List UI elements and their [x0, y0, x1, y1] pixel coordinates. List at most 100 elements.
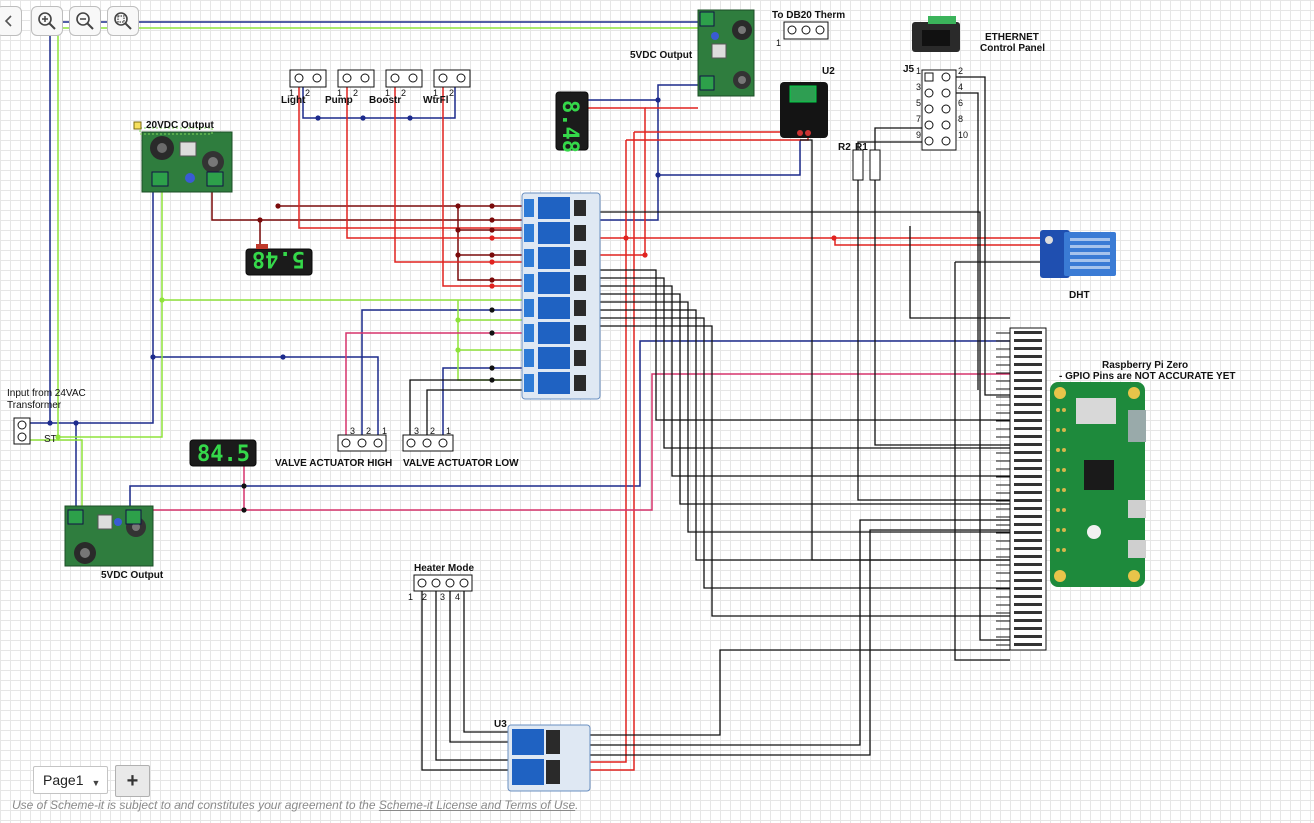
label-light: Light	[281, 95, 306, 106]
wire	[58, 190, 163, 438]
wire	[426, 389, 522, 443]
gpio-pin-label-mark	[1014, 603, 1042, 606]
wire	[600, 325, 1010, 617]
wire	[435, 591, 508, 761]
gpio-pin-label-mark	[1014, 611, 1042, 614]
zoom-fit-button[interactable]	[107, 6, 139, 36]
relay-channel	[538, 322, 570, 344]
wire	[600, 309, 1010, 561]
voltmeter-mid[interactable]: 5.48	[245, 244, 313, 276]
gpio-pin-label-mark	[1014, 363, 1042, 366]
junction-dot	[489, 330, 495, 336]
wire	[153, 356, 379, 443]
resistor-r1[interactable]	[869, 149, 881, 181]
footer-terms: Use of Scheme-it is subject to and const…	[12, 798, 579, 812]
back-button[interactable]	[0, 6, 22, 36]
j5-pin-8: 8	[958, 114, 963, 124]
chevron-left-icon	[4, 15, 12, 27]
wire	[600, 293, 1010, 505]
relay-board-u3[interactable]	[507, 724, 591, 792]
wire	[590, 649, 1010, 736]
footer-prefix: Use of Scheme-it is subject to and const…	[12, 798, 379, 812]
gpio-pin-label-mark	[1014, 627, 1042, 630]
relay-optocoupler	[574, 350, 586, 366]
relay-terminal	[524, 224, 534, 242]
wire	[600, 317, 1010, 589]
relay-channel	[538, 197, 570, 219]
page-selector[interactable]: Page1 ▼	[33, 766, 108, 794]
zoom-in-button[interactable]	[31, 6, 63, 36]
label-u3: U3	[494, 719, 507, 730]
relay-channel	[538, 347, 570, 369]
wire	[152, 373, 1010, 511]
resistor-r2[interactable]	[852, 149, 864, 181]
rpi-gpio-connector[interactable]	[996, 327, 1047, 651]
relay-terminal	[524, 349, 534, 367]
voltmeter-left[interactable]: 84.5	[189, 439, 257, 467]
svg-text:3: 3	[440, 592, 445, 602]
wire	[30, 20, 59, 441]
buck-converter-5v-top[interactable]	[697, 9, 755, 97]
j5-pin-6: 6	[958, 98, 963, 108]
connector-ds-therm[interactable]: 1	[776, 21, 829, 48]
voltmeter-top[interactable]: 8.48	[555, 91, 589, 153]
relay-channel	[538, 372, 570, 394]
terms-link[interactable]: Scheme-it License and Terms of Use	[378, 798, 576, 812]
zoom-out-icon	[76, 12, 94, 30]
junction-dot	[455, 203, 461, 209]
caret-down-icon: ▼	[91, 778, 101, 788]
module-u2[interactable]	[780, 82, 828, 138]
wire	[588, 84, 698, 101]
relay-optocoupler	[574, 200, 586, 216]
gpio-pin-label-mark	[1014, 515, 1042, 518]
ethernet-jack[interactable]	[912, 16, 960, 52]
buck-converter-5v-bottom[interactable]	[64, 505, 154, 567]
wire	[442, 87, 522, 287]
terminal-24vac-input[interactable]	[13, 417, 31, 445]
gpio-pin-label-mark	[1014, 483, 1042, 486]
label-5vdc-output-top: 5VDC Output	[630, 50, 693, 61]
junction-dot	[55, 434, 61, 440]
relay-optocoupler	[574, 300, 586, 316]
gpio-pin-label-mark	[1014, 435, 1042, 438]
voltmeter-left-value: 84.5	[197, 442, 250, 467]
label-input-24vac: Input from 24VAC	[7, 388, 86, 399]
junction-dot	[275, 203, 281, 209]
junction-dot	[455, 347, 461, 353]
wire	[463, 591, 508, 733]
label-j5: J5	[903, 64, 915, 75]
relay-board-8ch[interactable]	[521, 192, 601, 400]
wires	[30, 20, 1045, 771]
gpio-pin-label-mark	[1014, 387, 1042, 390]
relay-optocoupler	[574, 375, 586, 391]
gpio-pin-label-mark	[1014, 339, 1042, 342]
label-20vdc-output: 20VDC Output	[146, 120, 214, 131]
zoom-out-button[interactable]	[69, 6, 101, 36]
label-control-panel: Control Panel	[980, 43, 1045, 54]
dht-sensor[interactable]	[1040, 230, 1116, 278]
buck-converter-20v[interactable]	[133, 121, 233, 193]
gpio-pin-label-mark	[1014, 547, 1042, 550]
gpio-pin-label-mark	[1014, 467, 1042, 470]
junction-dot	[489, 307, 495, 313]
wire	[800, 139, 1010, 561]
add-page-button[interactable]: +	[115, 765, 150, 797]
raspberry-pi-board[interactable]	[1050, 382, 1146, 587]
gpio-pin-label-mark	[1014, 531, 1042, 534]
junction-dot	[489, 203, 495, 209]
header-j5[interactable]: 1 3 5 7 9 2 4 6 8 10	[916, 66, 968, 151]
gpio-pin-label-mark	[1014, 427, 1042, 430]
junction-dot	[489, 377, 495, 383]
label-input-transformer: Transformer	[7, 400, 62, 411]
gpio-pin-label-mark	[1014, 403, 1042, 406]
junction-dot	[489, 252, 495, 258]
relay-terminal	[524, 249, 534, 267]
